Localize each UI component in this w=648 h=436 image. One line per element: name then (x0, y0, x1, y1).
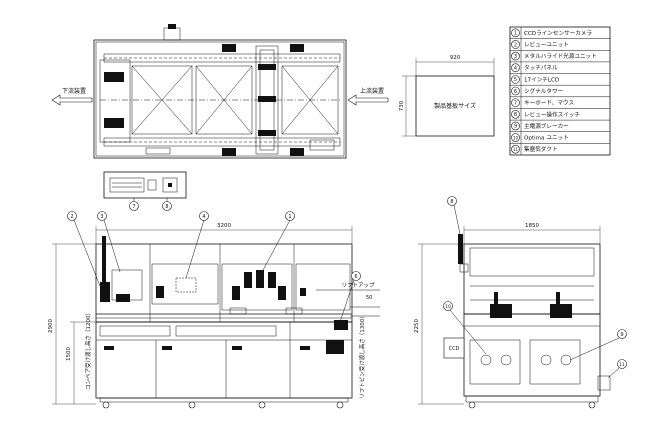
legend-number: 2 (514, 42, 517, 48)
legend-item-text: キーボード、マウス (524, 99, 575, 107)
legend-number-circle (511, 144, 520, 154)
svg-text:8: 8 (165, 204, 168, 210)
front-callout-6: 6 (354, 274, 357, 280)
legend-number: 9 (514, 124, 517, 130)
legend-item-text: レビューユニット (524, 40, 569, 48)
legend-number: 8 (514, 112, 517, 118)
legend-number-circle (511, 75, 520, 84)
substrate-center-label: 製品基板サイズ (434, 102, 476, 110)
conveyor-rails (103, 53, 341, 147)
legend-number: 7 (514, 100, 517, 106)
side-callout-9: 9 (620, 332, 623, 338)
ccd-label: CCD (449, 346, 460, 352)
legend-item-text: 主電源ブレーカー (524, 122, 569, 130)
legend-item-text: メタルハライド光源ユニット (524, 52, 597, 60)
legend-item-text: 集塵気ダクト (524, 145, 558, 153)
legend-number: 11 (513, 147, 519, 152)
keyboard-desk: 7 8 (103, 171, 187, 211)
legend-number: 4 (514, 66, 517, 72)
legend-number-circle (511, 86, 520, 96)
legend-number: 10 (513, 135, 519, 140)
front-height-total: 2900 (48, 319, 54, 333)
top-view: 下流装置 上流装置 7 8 (51, 24, 389, 211)
upstream-label: 上流装置 (360, 87, 384, 95)
legend-number: 5 (514, 77, 517, 83)
legend-number: 1 (514, 31, 517, 37)
front-view: 3200 2900 1500 コンベア受け渡し高さ（1200） (48, 211, 380, 409)
front-callout-2: 2 (70, 214, 73, 220)
side-width: 1850 (525, 223, 539, 229)
legend-number-circle (511, 51, 520, 61)
legend-item-text: CCDラインセンサーカメラ (524, 30, 592, 37)
substrate-width: 920 (450, 55, 461, 61)
downstream-label: 下流装置 (62, 87, 86, 95)
lift-up-label: リフトアップ (341, 282, 375, 289)
front-callout-1: 1 (288, 214, 291, 220)
front-height-conveyor: 1500 (66, 347, 72, 361)
legend-item-text: レビュー操作スイッチ (524, 110, 580, 118)
legend-number-circle (511, 98, 520, 107)
upstream-arrow: 上流装置 (347, 87, 389, 106)
legend-item-text: Optima ユニット (524, 135, 569, 142)
legend-number: 6 (514, 89, 517, 95)
front-vertical-text-2: リフトピン受け渡し高さ（1300） (358, 313, 366, 399)
front-callout-4: 4 (202, 214, 205, 220)
side-view: 1850 2250 CCD 8 (414, 196, 627, 409)
legend-number-circle (511, 63, 520, 73)
legend-item-text: 17インチLCD (524, 76, 559, 83)
legend-item-text: タッチパネル (524, 64, 558, 72)
substrate-size-diagram: 920 730 製品基板サイズ (399, 55, 495, 137)
legend-number-circle (511, 109, 520, 119)
legend-number: 3 (514, 54, 517, 60)
front-width: 3200 (217, 223, 231, 229)
side-callout-8: 8 (450, 199, 453, 205)
lower-cabinet (95, 321, 353, 399)
top-view-frame (93, 39, 347, 159)
front-callout-3: 3 (100, 214, 103, 220)
legend-table: 1 CCDラインセンサーカメラ 2 レビューユニット 3 メタルハライド光源ユニット 4 タッ… (509, 26, 611, 156)
legend-number-circle (511, 121, 520, 131)
legend-number-circle (511, 40, 520, 49)
legend-number-circle (511, 28, 520, 38)
side-height: 2250 (414, 319, 420, 333)
substrate-height: 730 (399, 100, 405, 111)
side-callout-10: 10 (445, 304, 451, 310)
legend-item-text: シグナルタワー (524, 87, 564, 95)
downstream-arrow: 下流装置 (51, 87, 93, 106)
side-callout-11: 11 (619, 362, 625, 368)
legend-number-circle (511, 133, 520, 142)
upper-cabinet (95, 243, 353, 323)
front-vertical-text-1: コンベア受け渡し高さ（1200） (84, 310, 92, 390)
substrate-rect (415, 75, 495, 137)
dim-50: 50 (366, 295, 372, 301)
svg-text:7: 7 (132, 204, 135, 210)
